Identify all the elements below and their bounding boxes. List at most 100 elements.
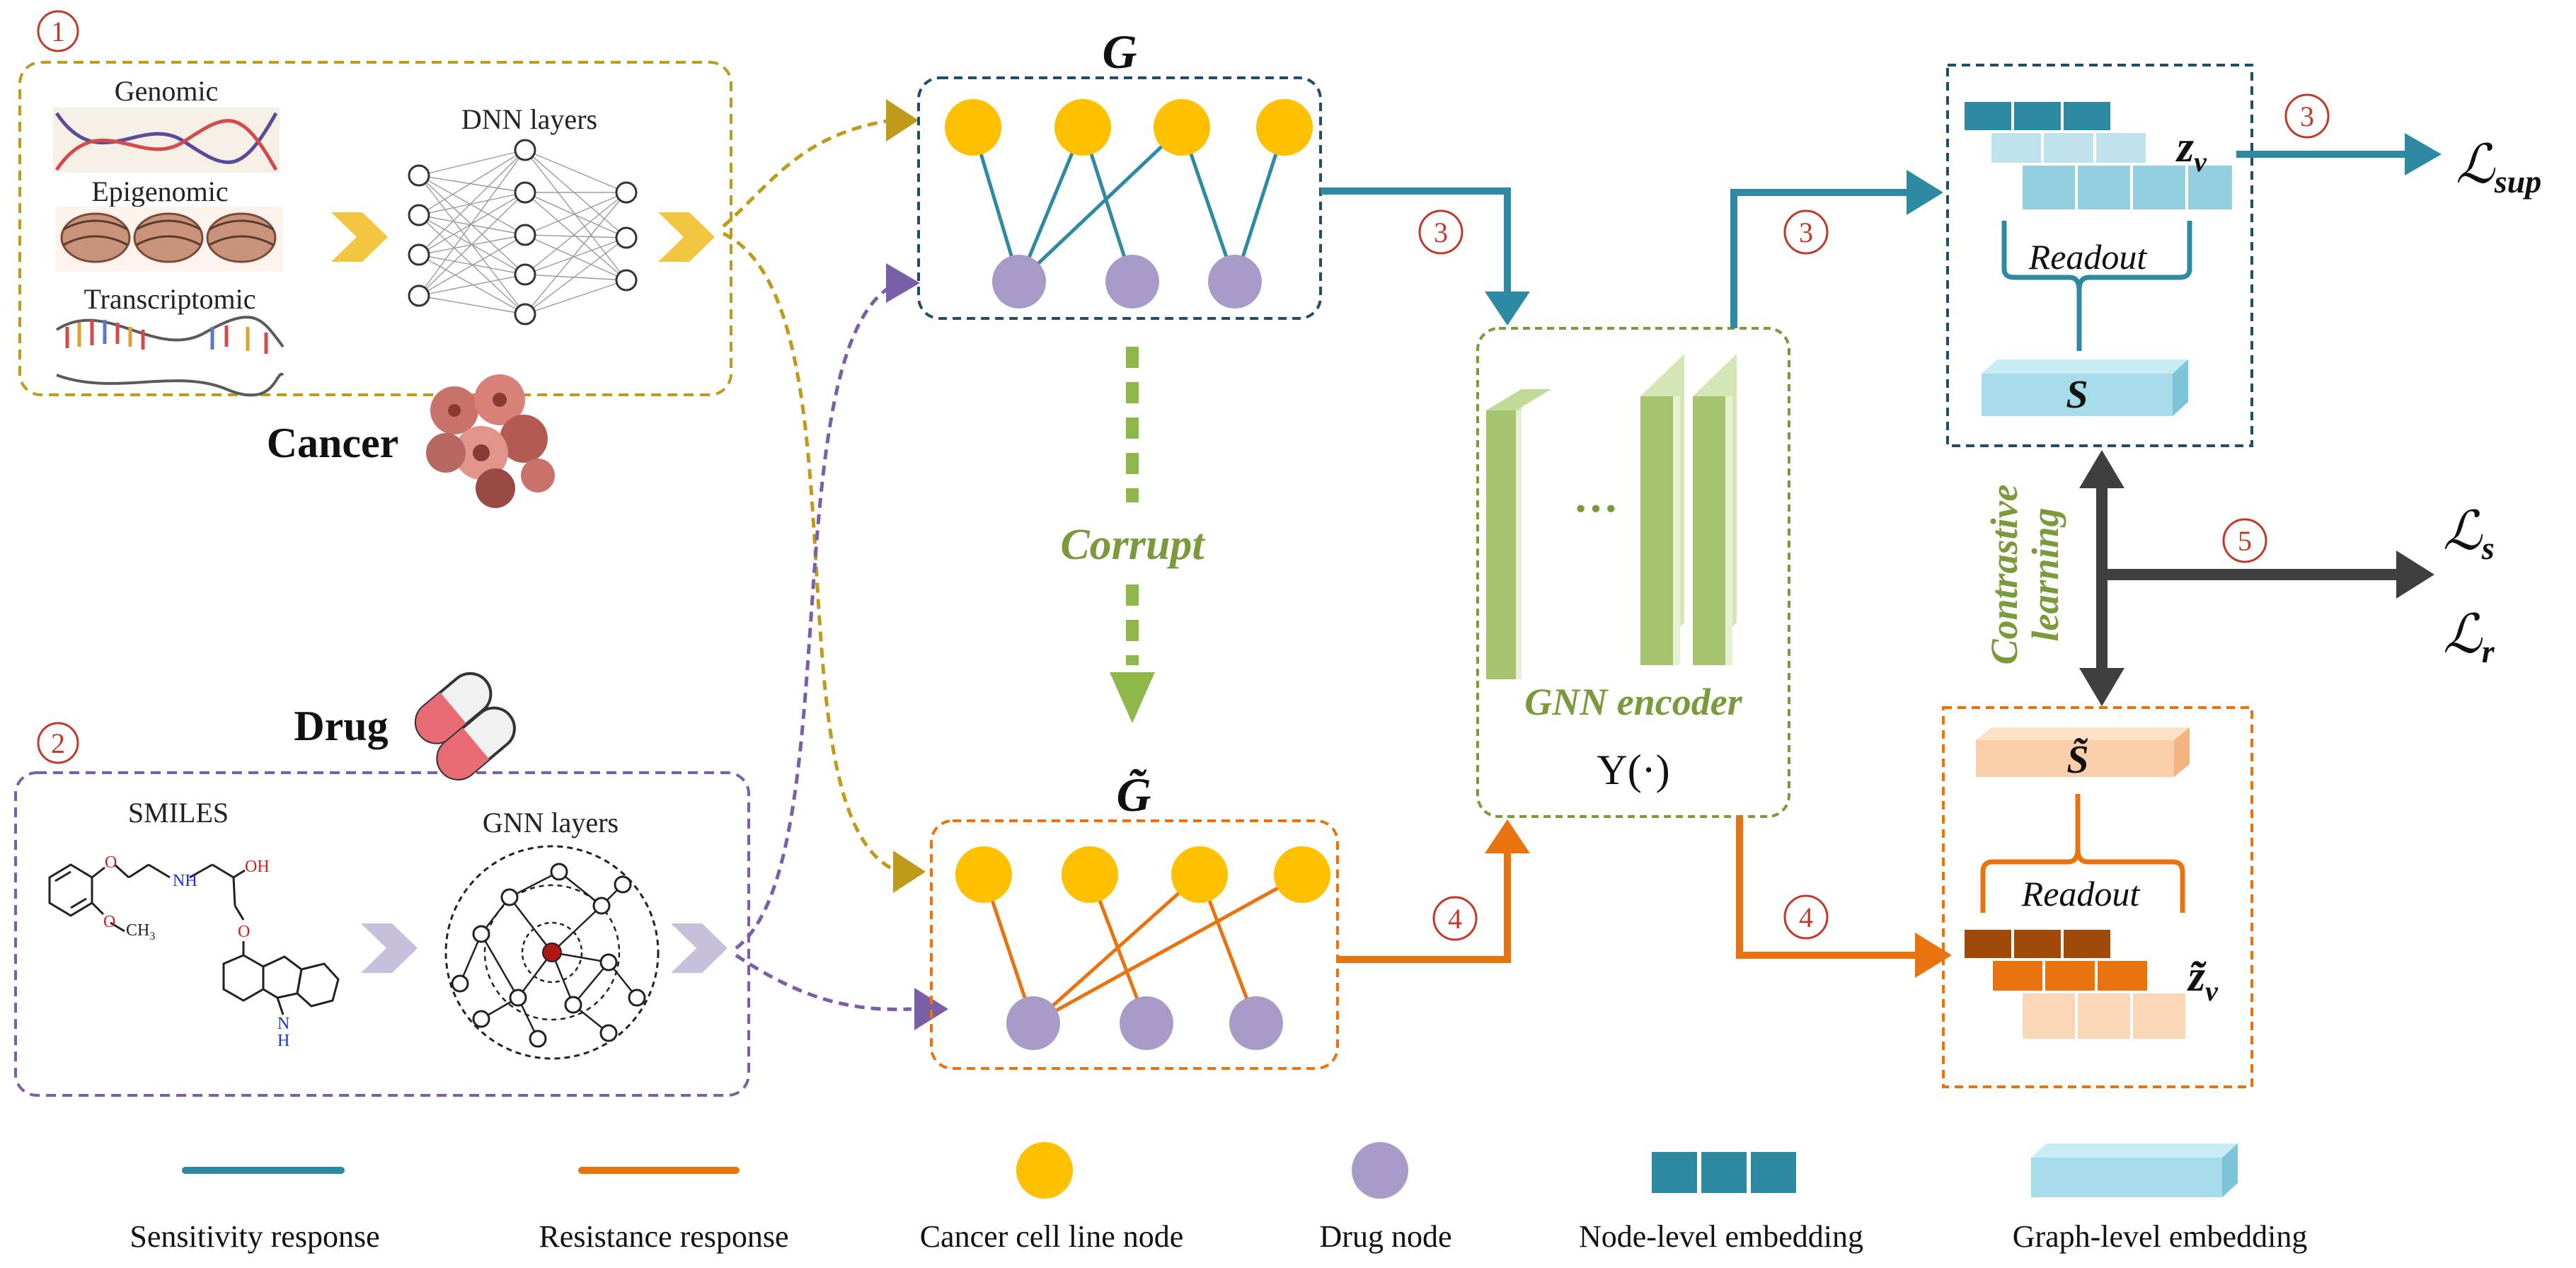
step-4-badge-mid: 4 bbox=[1783, 894, 1829, 940]
graph-embedding-s: S bbox=[1982, 359, 2188, 417]
contrastive-label-line2: learning bbox=[2024, 507, 2066, 641]
step-4-number: 4 bbox=[1799, 901, 1813, 933]
step-1-badge: 1 bbox=[37, 10, 79, 52]
omics-transcriptomic-label: Transcriptomic bbox=[84, 283, 256, 315]
cancer-panel-frame bbox=[18, 61, 732, 396]
omics-epigenomic-label: Epigenomic bbox=[91, 175, 228, 207]
sup-loss-flow: 3 ℒsup bbox=[2236, 93, 2541, 200]
graph-g-drug-nodes bbox=[992, 255, 1262, 309]
graph-gtilde-frame bbox=[930, 819, 1339, 1070]
dnn-layers-label: DNN layers bbox=[461, 103, 597, 135]
omics-genomic-label: Genomic bbox=[115, 75, 219, 107]
atom-ch3: CH3 bbox=[126, 921, 155, 943]
legend-cancer-node-swatch bbox=[1016, 1142, 1073, 1199]
drug-node bbox=[1229, 996, 1283, 1050]
cancer-to-g-connector bbox=[722, 118, 892, 228]
genomic-dna-icon bbox=[53, 108, 280, 173]
drug-to-graph-connectors bbox=[735, 281, 912, 1011]
resistance-flow-encoder-to-zv-tilde: 4 bbox=[1736, 817, 1952, 978]
step-5-number: 5 bbox=[2238, 525, 2252, 557]
graph-gtilde-cancer-nodes bbox=[955, 846, 1330, 903]
drug-node bbox=[1120, 996, 1173, 1050]
cancer-cells-icon bbox=[426, 374, 555, 508]
legend-node-embedding-label: Node-level embedding bbox=[1579, 1219, 1863, 1254]
sensitivity-embedding-frame bbox=[1946, 64, 2253, 447]
legend-sensitivity-label: Sensitivity response bbox=[130, 1219, 379, 1254]
readout-bottom-label: Readout bbox=[2021, 874, 2141, 913]
gnn-graph-icon bbox=[444, 845, 660, 1060]
legend-node-embedding-swatch bbox=[1652, 1152, 1796, 1193]
dnn-output-chevron-icon bbox=[658, 212, 715, 262]
contrastive-learning-block: 5 Contrastive learning ℒs ℒr bbox=[1983, 450, 2495, 706]
atom-nh: NH bbox=[173, 872, 197, 890]
step-3-number: 3 bbox=[2300, 100, 2314, 132]
zv-tilde-label: z̃v bbox=[2187, 952, 2219, 1007]
atom-n: N bbox=[277, 1015, 289, 1033]
legend-cancer-node-label: Cancer cell line node bbox=[920, 1219, 1184, 1254]
encoder-layer-block-1 bbox=[1486, 389, 1551, 679]
corrupt-arrow: Corrupt bbox=[1060, 347, 1205, 723]
gnn-encoder-label: GNN encoder bbox=[1524, 681, 1742, 723]
readout-brace-bottom bbox=[1980, 794, 2185, 913]
graph-embedding-s-tilde: S̃ bbox=[1976, 727, 2190, 782]
atom-h: H bbox=[277, 1032, 289, 1050]
cancer-node bbox=[955, 846, 1012, 903]
step-3-number: 3 bbox=[1434, 217, 1448, 248]
encoder-layer-block-3 bbox=[1693, 354, 1737, 665]
cancer-label: Cancer bbox=[267, 420, 399, 466]
graph-g-panel: G bbox=[917, 25, 1322, 320]
graph-g-label: G bbox=[1102, 25, 1137, 79]
gnn-encoder-function: Υ(·) bbox=[1597, 747, 1669, 793]
cancer-node bbox=[945, 99, 1001, 156]
resistance-embedding-frame bbox=[1942, 706, 2253, 1088]
step-5-badge: 5 bbox=[2222, 518, 2267, 563]
corrupt-label: Corrupt bbox=[1060, 521, 1205, 569]
sensitivity-flow-g-to-encoder: 3 bbox=[1321, 188, 1530, 325]
cancer-node bbox=[1154, 99, 1210, 156]
drug-node bbox=[1006, 996, 1060, 1050]
molecule-structure-icon bbox=[48, 863, 340, 1015]
readout-brace-top bbox=[2001, 221, 2192, 351]
loss-r-label: ℒr bbox=[2443, 605, 2495, 669]
atom-o1: O bbox=[105, 853, 117, 872]
cancer-node bbox=[1062, 846, 1118, 903]
legend: Sensitivity response Resistance response… bbox=[130, 1142, 2307, 1254]
gnn-layers-label: GNN layers bbox=[483, 807, 619, 838]
legend-graph-embedding-label: Graph-level embedding bbox=[2013, 1219, 2308, 1254]
resistance-embedding-panel: S̃ Readout z̃v bbox=[1942, 706, 2253, 1088]
legend-resistance-label: Resistance response bbox=[539, 1219, 788, 1254]
step-1-number: 1 bbox=[51, 16, 65, 47]
cancer-node bbox=[1274, 846, 1330, 903]
gnn-encoder-panel: ··· GNN encoder Υ(·) bbox=[1476, 327, 1790, 818]
step-4-number: 4 bbox=[1448, 903, 1462, 935]
drug-node bbox=[1208, 255, 1262, 309]
cancer-node bbox=[1256, 99, 1313, 156]
encoder-ellipsis: ··· bbox=[1573, 483, 1618, 534]
step-2-badge: 2 bbox=[37, 722, 79, 764]
drug-node bbox=[992, 255, 1046, 309]
sensitivity-flow-encoder-to-zv: 3 bbox=[1730, 170, 1943, 328]
legend-drug-node-swatch bbox=[1352, 1142, 1408, 1199]
graph-g-cancer-nodes bbox=[945, 99, 1313, 156]
encoder-layer-block-2 bbox=[1640, 354, 1684, 665]
dnn-network-icon bbox=[408, 139, 638, 325]
cancer-chevron-icon bbox=[331, 212, 388, 262]
node-embedding-stack-teal bbox=[1965, 102, 2232, 209]
step-3-badge-mid: 3 bbox=[1783, 209, 1829, 255]
epigenomic-nucleosome-icon bbox=[55, 207, 283, 272]
cancer-node bbox=[1171, 846, 1228, 903]
gnn-encoder-frame bbox=[1476, 327, 1790, 818]
step-3-number: 3 bbox=[1799, 217, 1813, 248]
drug-node bbox=[1105, 255, 1159, 309]
resistance-flow-gtilde-to-encoder: 4 bbox=[1338, 819, 1530, 963]
cancer-to-gtilde-connector bbox=[722, 231, 899, 874]
cancer-panel: 1 Genomic Epigenomic bbox=[18, 10, 732, 508]
drug-connector-arrowheads bbox=[886, 263, 948, 1030]
atom-o3: O bbox=[238, 923, 250, 941]
step-3-badge-left: 3 bbox=[1418, 209, 1464, 255]
graph-gtilde-panel: G̃ bbox=[930, 768, 1339, 1070]
cancer-node bbox=[1054, 99, 1111, 156]
cancer-to-graph-connectors bbox=[722, 118, 899, 874]
step-3-badge-right: 3 bbox=[2284, 93, 2330, 139]
